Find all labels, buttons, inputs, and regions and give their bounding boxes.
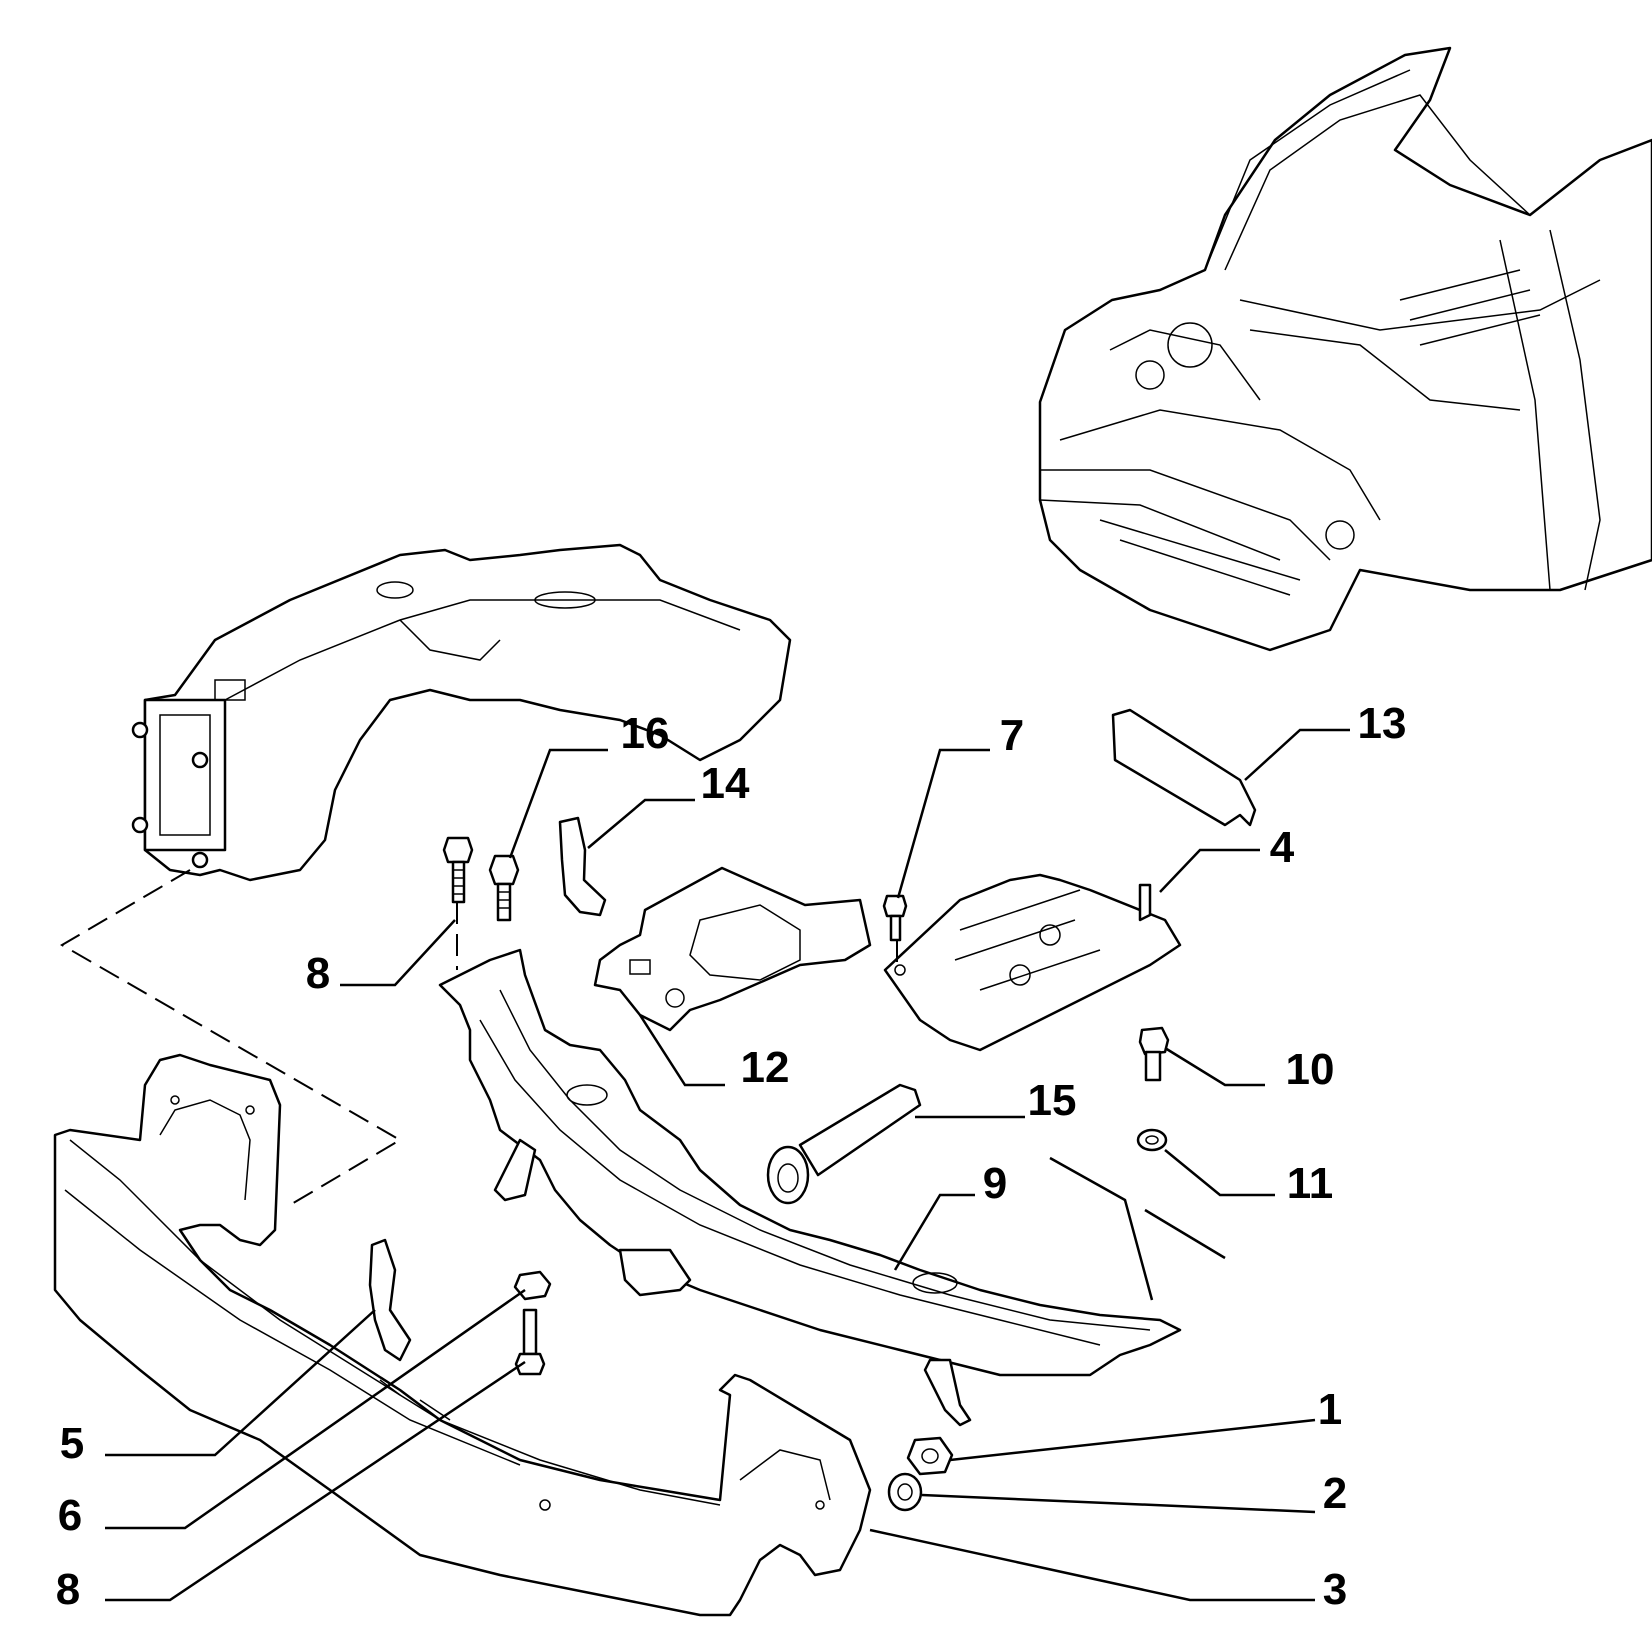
callout-4: 4	[1270, 823, 1295, 872]
callout-9: 9	[983, 1159, 1007, 1208]
leader-13	[1244, 728, 1350, 781]
part-15-pin	[766, 1083, 922, 1205]
leader-10	[1164, 1046, 1265, 1087]
callout-15: 15	[1028, 1076, 1077, 1125]
callout-1: 1	[1318, 1385, 1342, 1434]
part-14-bracket	[558, 816, 607, 917]
callout-6: 6	[58, 1491, 82, 1540]
callout-7: 7	[1000, 711, 1024, 760]
part-1-nut	[906, 1436, 954, 1476]
part-9-upper-crossmember	[438, 948, 1182, 1427]
part-8-bolt-lower	[514, 1308, 546, 1376]
leader-16	[508, 748, 608, 859]
part-12-mount-plate	[593, 866, 872, 1032]
callout-11: 11	[1287, 1159, 1334, 1208]
vehicle-body-overview	[1038, 46, 1652, 652]
leader-5	[105, 1309, 376, 1457]
part-11-washer	[1136, 1128, 1168, 1152]
leader-8a	[340, 919, 456, 987]
callout-3: 3	[1323, 1565, 1347, 1614]
callout-2: 2	[1323, 1469, 1347, 1518]
callout-12: 12	[741, 1043, 790, 1092]
callout-8-lower: 8	[56, 1565, 80, 1614]
side-member-assembly	[131, 543, 792, 882]
callout-16: 16	[621, 709, 670, 758]
leader-3	[869, 1528, 1315, 1602]
leader-6	[105, 1288, 526, 1530]
callout-5: 5	[60, 1419, 84, 1468]
part-4-mount-plate	[883, 873, 1182, 1052]
callout-10: 10	[1286, 1045, 1335, 1094]
leader-12	[638, 1014, 725, 1087]
leader-4	[1159, 848, 1260, 893]
part-8-bolt-upper	[442, 836, 474, 904]
callout-labels: 16 14 7 13 4 8 12 10 15 11 9 1 5 2 6 8 3	[56, 699, 1407, 1614]
part-2-washer	[887, 1472, 923, 1512]
leader-2	[921, 1493, 1316, 1514]
part-10-bolt	[1138, 1026, 1170, 1082]
leader-11	[1164, 1149, 1275, 1197]
part-5-bracket	[368, 1238, 412, 1362]
alignment-lines	[60, 869, 1226, 1301]
part-6-nut	[513, 1270, 552, 1301]
leader-lines	[105, 728, 1350, 1602]
leader-14	[587, 798, 695, 849]
part-7-bolt	[882, 894, 908, 942]
leader-7	[896, 748, 990, 899]
leader-9	[893, 1193, 975, 1271]
part-13-cover	[1111, 708, 1257, 827]
leader-8b	[105, 1360, 526, 1602]
callout-14: 14	[701, 759, 750, 808]
callout-13: 13	[1358, 699, 1407, 748]
callout-8-upper: 8	[306, 949, 330, 998]
leader-1	[949, 1418, 1316, 1462]
part-16-bolt	[488, 854, 520, 922]
